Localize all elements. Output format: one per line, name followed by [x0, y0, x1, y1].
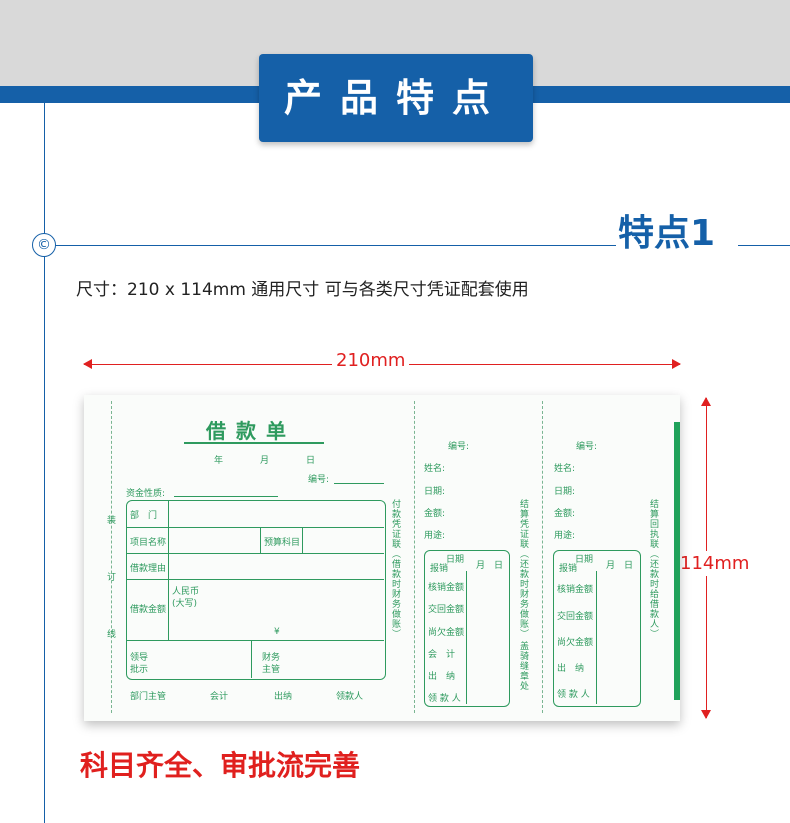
- budget-label: 预算科目: [264, 538, 301, 548]
- stub2-table: [424, 550, 510, 707]
- fund-nature: 资金性质:: [126, 489, 166, 499]
- main-table: [126, 500, 386, 680]
- rmb-label: 人民币: [172, 587, 200, 597]
- fund-line: [174, 496, 278, 497]
- number-line: [334, 483, 384, 484]
- yen-label: ¥: [274, 627, 280, 637]
- feature-divider-left: [44, 245, 616, 246]
- stub2-row-5: 出 纳: [428, 672, 456, 682]
- col-line-1: [168, 501, 169, 640]
- row-line-3: [127, 579, 384, 580]
- footer-dept-head: 部门主管: [130, 692, 167, 702]
- height-label: 114mm: [680, 551, 750, 576]
- stub2-month: 月: [476, 561, 486, 571]
- seal-text: 盖骑缝章处: [518, 641, 528, 691]
- row-line-2: [127, 553, 384, 554]
- stub3-month: 月: [606, 561, 616, 571]
- stub3-date: 日期:: [554, 487, 576, 497]
- stub2-date: 日期:: [424, 487, 446, 497]
- stub2-row-1: 核销金额: [428, 583, 465, 593]
- stub1-side-text: 付款凭证联（借款时财务做账）: [390, 499, 400, 639]
- stub2-number: 编号:: [448, 442, 470, 452]
- stub3-row-4: 出 纳: [557, 664, 585, 674]
- stub2-col: [466, 571, 467, 704]
- dept-label: 部 门: [130, 511, 158, 521]
- project-label: 项目名称: [130, 538, 167, 548]
- col-line-3: [302, 527, 303, 553]
- form-number: 编号:: [308, 475, 330, 485]
- perforation-2: [542, 401, 543, 713]
- stub3-row-5: 领 款 人: [557, 690, 590, 700]
- amount-label: 借款金额: [130, 605, 167, 615]
- feature-caption: 科目齐全、审批流完善: [80, 749, 361, 782]
- loan-form-image: 装 订 线 借款单 年 月 日 编号: 资金性质: 部 门 项目名称 预算科目 …: [84, 395, 680, 721]
- stub2-name: 姓名:: [424, 464, 446, 474]
- daxie-label: (大写): [172, 599, 198, 609]
- stub3-row-2: 交回金额: [557, 612, 594, 622]
- row-line-4: [127, 640, 384, 641]
- stub2-row-6: 领 款 人: [428, 694, 461, 704]
- binding-char-2: 订: [107, 573, 117, 583]
- stub3-name: 姓名:: [554, 464, 576, 474]
- feature-divider-right: [738, 245, 790, 246]
- stub2-date-hdr: 日期: [446, 555, 465, 565]
- size-description: 尺寸：210 x 114mm 通用尺寸 可与各类尺寸凭证配套使用: [76, 280, 529, 300]
- stub2-amount: 金额:: [424, 509, 446, 519]
- reason-label: 借款理由: [130, 564, 167, 574]
- stub2-report: 报销: [430, 564, 449, 574]
- stub3-amount: 金额:: [554, 509, 576, 519]
- row-line-1: [127, 527, 384, 528]
- stub2-day: 日: [494, 561, 504, 571]
- binding-char-1: 装: [107, 516, 117, 526]
- stub2-row-2: 交回金额: [428, 605, 465, 615]
- perforation-1: [414, 401, 415, 713]
- manager-label: 主管: [262, 665, 281, 675]
- stub3-table: [553, 550, 641, 707]
- feature-title: 特点1: [618, 213, 716, 254]
- stub3-report: 报销: [559, 564, 578, 574]
- approve-label: 批示: [130, 665, 149, 675]
- stub3-row-1: 核销金额: [557, 585, 594, 595]
- stub3-date-hdr: 日期: [575, 555, 594, 565]
- footer-accountant: 会计: [210, 692, 229, 702]
- stub2-row-4: 会 计: [428, 650, 456, 660]
- stub2-use: 用途:: [424, 531, 446, 541]
- finance-label: 财务: [262, 653, 281, 663]
- stub2-side-text: 结算凭证联（还款时财务做账）: [518, 499, 528, 639]
- form-title: 借款单: [206, 419, 296, 443]
- green-edge-bar: [674, 422, 680, 700]
- footer-recipient: 领款人: [336, 692, 364, 702]
- stub2-row-3: 尚欠金额: [428, 628, 465, 638]
- col-line-4: [251, 641, 252, 678]
- binding-char-3: 线: [107, 630, 117, 640]
- section-title: 产品特点: [259, 54, 533, 142]
- stub3-row-3: 尚欠金额: [557, 638, 594, 648]
- leader-label: 领导: [130, 653, 149, 663]
- stub3-use: 用途:: [554, 531, 576, 541]
- title-underline: [184, 442, 324, 444]
- binding-dash: [111, 401, 112, 713]
- copyright-icon: ©: [32, 233, 56, 257]
- col-line-2: [260, 527, 261, 553]
- stub3-day: 日: [624, 561, 634, 571]
- stub3-number: 编号:: [576, 442, 598, 452]
- stub3-side-text: 结算回执联（还款时给借款人）: [648, 499, 658, 639]
- width-label: 210mm: [332, 350, 410, 371]
- stub3-col: [596, 571, 597, 704]
- footer-cashier: 出纳: [274, 692, 293, 702]
- form-date: 年 月 日: [214, 456, 330, 466]
- left-guide-line: [44, 103, 45, 823]
